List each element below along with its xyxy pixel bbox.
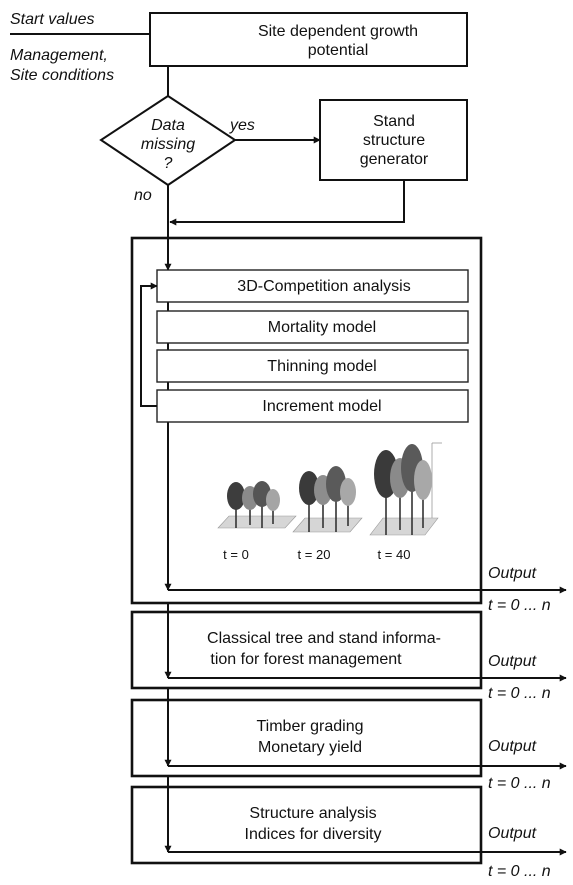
generator-line3: generator	[360, 151, 429, 168]
classical-info-box	[130, 610, 483, 690]
output-label-3: Output	[488, 738, 537, 755]
output-range-3: t = 0 ... n	[488, 775, 551, 792]
structure-line1: Structure analysis	[249, 805, 376, 822]
output-range-1: t = 0 ... n	[488, 597, 551, 614]
decision-line3: ?	[164, 155, 173, 172]
stand-image-t40	[369, 442, 442, 536]
stand-structure-generator-box	[319, 99, 468, 181]
simulation-frame	[130, 236, 483, 605]
mortality-model-box	[156, 310, 469, 344]
output-label-2: Output	[488, 653, 537, 670]
mortality-model-label: Mortality model	[268, 319, 376, 336]
management-label: Management,	[10, 47, 108, 64]
classical-line1: Classical tree and stand informa-	[207, 630, 441, 647]
generator-return-arrow	[169, 180, 405, 226]
yes-label: yes	[229, 117, 255, 134]
feedback-loop-arrow	[140, 282, 158, 407]
increment-model-label: Increment model	[262, 398, 381, 415]
start-values-label: Start values	[10, 11, 94, 28]
output-range-4: t = 0 ... n	[488, 863, 551, 880]
generator-line1: Stand	[373, 113, 415, 130]
decision-line1: Data	[151, 117, 185, 134]
output-label-1: Output	[488, 565, 537, 582]
no-label: no	[134, 187, 152, 204]
competition-analysis-label: 3D-Competition analysis	[237, 278, 410, 295]
output-label-4: Output	[488, 825, 537, 842]
stand-image-t0	[217, 481, 297, 529]
site-growth-line1: Site dependent growth	[258, 23, 418, 40]
increment-model-box	[156, 389, 469, 423]
generator-line2: structure	[363, 132, 425, 149]
site-conditions-label: Site conditions	[10, 67, 114, 84]
classical-line2: tion for forest management	[210, 651, 402, 668]
output-range-2: t = 0 ... n	[488, 685, 551, 702]
thinning-model-label: Thinning model	[267, 358, 376, 375]
timber-line2: Monetary yield	[258, 739, 362, 756]
t40-label: t = 40	[378, 547, 411, 562]
site-growth-line2: potential	[308, 42, 369, 59]
structure-analysis-box	[130, 785, 483, 865]
structure-line2: Indices for diversity	[245, 826, 382, 843]
timber-grading-box	[130, 698, 483, 778]
site-growth-box	[149, 12, 468, 67]
stand-image-t20	[292, 466, 363, 533]
timber-line1: Timber grading	[256, 718, 363, 735]
t20-label: t = 20	[298, 547, 331, 562]
t0-label: t = 0	[223, 547, 249, 562]
thinning-model-box	[156, 349, 469, 383]
decision-line2: missing	[141, 136, 195, 153]
